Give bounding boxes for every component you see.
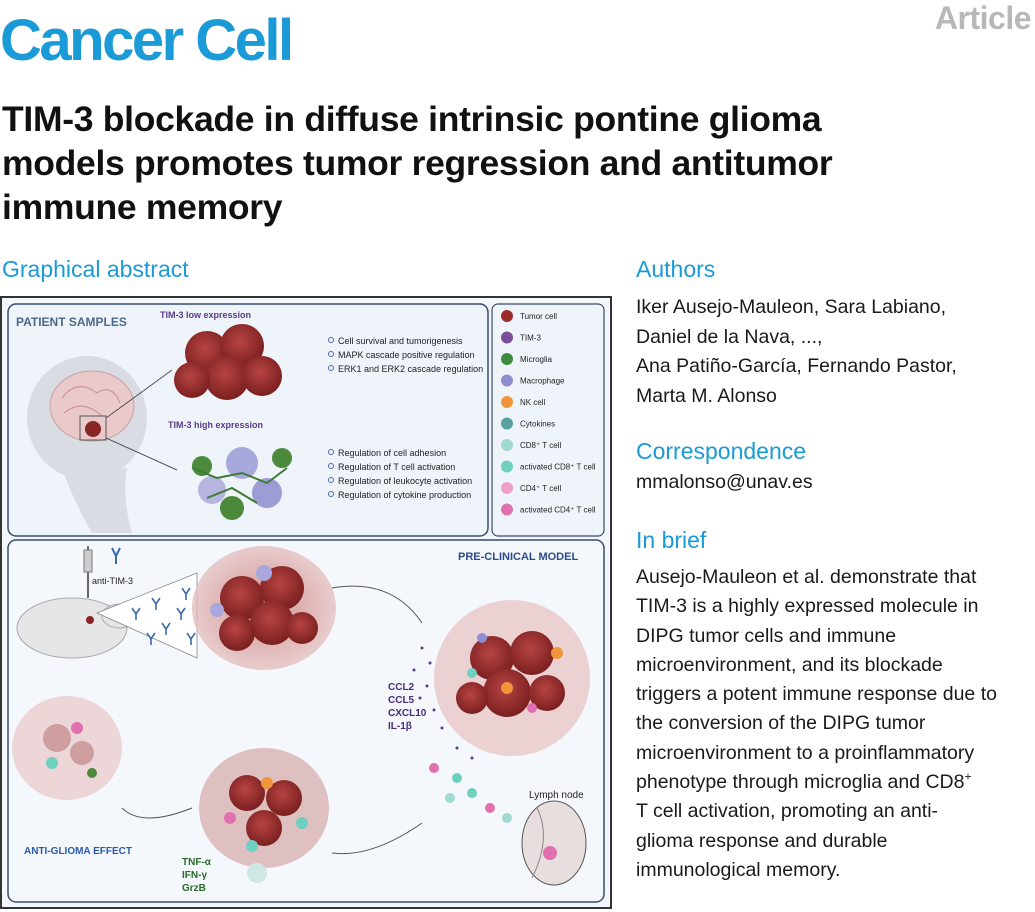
authors-list: Iker Ausejo-Mauleon, Sara Labiano, Danie…	[636, 293, 1034, 411]
patient-head-illustration	[27, 356, 147, 533]
effector-list: TNF-α IFN-γ GrzB	[182, 857, 212, 894]
legend-label: activated CD8⁺ T cell	[520, 463, 596, 472]
patient-samples-panel	[7, 303, 489, 537]
pathway-item: Regulation of cytokine production	[338, 490, 471, 500]
in-brief-heading: In brief	[636, 527, 707, 553]
authors-line: Marta M. Alonso	[636, 384, 777, 407]
low-pathways-list: Cell survival and tumorigenesis MAPK cas…	[328, 336, 483, 374]
pathway-item: Regulation of cell adhesion	[338, 448, 446, 458]
low-expression-label: TIM-3 low expression	[160, 310, 251, 320]
brief-line: T cell activation, promoting an anti-	[636, 800, 939, 823]
effector-item: TNF-α	[182, 857, 212, 868]
graphical-abstract-svg: PATIENT SAMPLES TIM-3 low expression TIM…	[7, 303, 605, 903]
authors-line: Ana Patiño-García, Fernando Pastor,	[636, 355, 957, 377]
graphical-abstract-figure: PATIENT SAMPLES TIM-3 low expression TIM…	[0, 296, 612, 909]
legend-swatch	[501, 396, 513, 408]
legend-swatch	[501, 503, 513, 516]
title-line: TIM-3 blockade in diffuse intrinsic pont…	[2, 99, 822, 139]
title-line: immune memory	[2, 187, 283, 227]
legend-swatch	[501, 331, 513, 344]
paper-title: TIM-3 blockade in diffuse intrinsic pont…	[2, 97, 1022, 229]
pathway-item: ERK1 and ERK2 cascade regulation	[338, 364, 483, 374]
tumor-regression	[12, 696, 122, 800]
legend-swatch	[501, 374, 513, 387]
legend-swatch	[501, 353, 513, 365]
syringe-illustration	[83, 546, 93, 598]
legend-label: Cytokines	[520, 420, 555, 429]
superscript-plus: +	[964, 769, 972, 784]
chemokine-item: IL-1β	[388, 721, 412, 732]
legend-label: TIM-3	[520, 334, 541, 343]
preclinical-label: PRE-CLINICAL MODEL	[458, 551, 578, 563]
brief-line: TIM-3 is a highly expressed molecule in	[636, 595, 979, 618]
title-line: models promotes tumor regression and ant…	[2, 143, 833, 183]
lymph-node-label: Lymph node	[529, 790, 584, 801]
chemokine-item: CCL2	[388, 682, 415, 693]
legend-swatch	[501, 482, 513, 494]
flow-arrow	[331, 822, 423, 855]
effector-item: GrzB	[182, 883, 206, 894]
legend-panel	[491, 303, 605, 537]
legend-swatch	[501, 417, 513, 430]
brief-line: microenvironment to a proinflammatory	[636, 741, 975, 764]
pathway-item: Regulation of leukocyte activation	[338, 476, 472, 486]
low-expression-tumor-cluster	[174, 324, 282, 400]
legend-label: Macrophage	[520, 377, 565, 386]
patient-samples-label: PATIENT SAMPLES	[16, 315, 127, 329]
legend-label: CD8⁺ T cell	[520, 441, 561, 450]
tumor-immune-attack	[199, 748, 329, 883]
high-expression-immune-cluster	[191, 447, 292, 520]
authors-line: Daniel de la Nava, ...,	[636, 325, 823, 348]
legend-label: Microglia	[520, 355, 553, 364]
antibody-swarm	[131, 587, 196, 645]
legend-label: CD4⁺ T cell	[520, 484, 561, 493]
pathway-item: Regulation of T cell activation	[338, 462, 455, 472]
tumor-infiltrated	[434, 600, 590, 756]
high-expression-label: TIM-3 high expression	[168, 420, 263, 430]
brief-line: DIPG tumor cells and immune	[636, 624, 897, 647]
legend-swatch	[501, 310, 513, 322]
arrow-high	[105, 437, 178, 471]
cytokine-dots	[412, 646, 474, 760]
article-type-label: Article	[934, 0, 1032, 36]
correspondence-heading: Correspondence	[636, 438, 807, 464]
anti-glioma-label: ANTI-GLIOMA EFFECT	[24, 846, 132, 857]
legend-label: activated CD4⁺ T cell	[520, 506, 596, 515]
graphical-abstract-heading: Graphical abstract	[2, 256, 189, 282]
antibody-icon	[111, 547, 121, 564]
effector-item: IFN-γ	[182, 870, 207, 881]
legend-swatch	[501, 439, 513, 451]
brief-line: immunological memory.	[636, 858, 841, 881]
high-pathways-list: Regulation of cell adhesion Regulation o…	[328, 448, 472, 500]
anti-tim3-label: anti-TIM-3	[92, 576, 133, 586]
legend-label: Tumor cell	[520, 312, 557, 321]
arrow-low	[105, 369, 173, 419]
migrating-t-cells	[429, 763, 512, 823]
tumor-mass-treated	[192, 546, 336, 670]
pathway-item: Cell survival and tumorigenesis	[338, 336, 463, 346]
authors-line: Iker Ausejo-Mauleon, Sara Labiano,	[636, 296, 947, 318]
legend-swatch	[501, 460, 513, 473]
correspondence-email[interactable]: mmalonso@unav.es	[636, 471, 813, 493]
brief-line: triggers a potent immune response due to	[636, 683, 997, 706]
brief-line: microenvironment, and its blockade	[636, 653, 943, 676]
flow-arrow	[331, 585, 423, 624]
authors-heading: Authors	[636, 256, 716, 282]
brief-line: glioma response and durable	[636, 829, 888, 852]
legend-label: NK cell	[520, 398, 546, 407]
chemokine-item: CCL5	[388, 695, 415, 706]
lymph-node-illustration	[521, 800, 587, 886]
chemokine-item: CXCL10	[388, 708, 427, 719]
brief-line: the conversion of the DIPG tumor	[636, 712, 926, 735]
journal-name: Cancer Cell	[0, 8, 294, 73]
brief-line: Ausejo-Mauleon et al. demonstrate that	[636, 566, 977, 588]
pathway-item: MAPK cascade positive regulation	[338, 350, 475, 360]
chemokine-list: CCL2 CCL5 CXCL10 IL-1β	[388, 682, 427, 732]
brief-line: phenotype through microglia and CD8+	[636, 769, 972, 794]
flow-arrow	[121, 807, 193, 819]
in-brief-text: Ausejo-Mauleon et al. demonstrate that T…	[636, 563, 1034, 885]
